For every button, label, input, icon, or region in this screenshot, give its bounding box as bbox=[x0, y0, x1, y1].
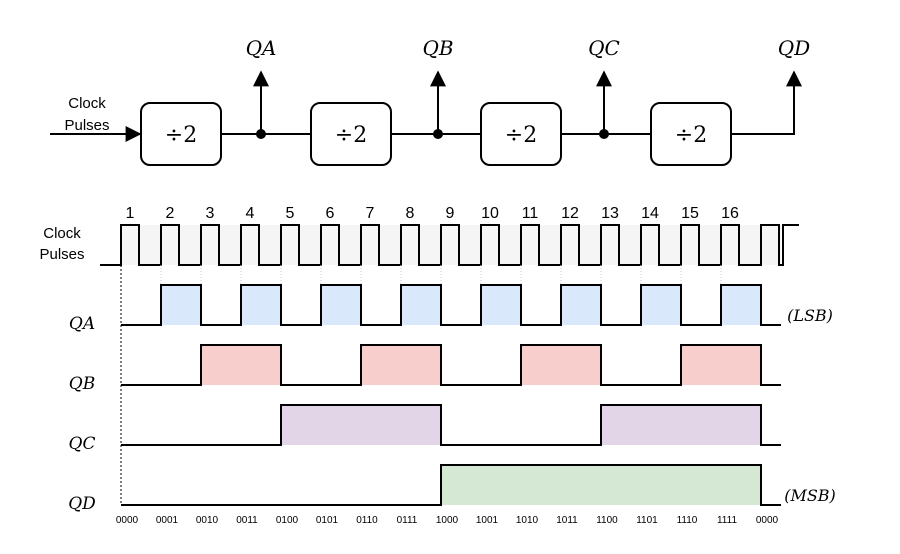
clock-signal-label-line1: Clock bbox=[43, 225, 81, 242]
binary-state-1: 0001 bbox=[156, 515, 179, 526]
pulse-number-15: 15 bbox=[681, 205, 699, 222]
pulse-number-4: 4 bbox=[246, 205, 255, 222]
binary-state-10: 1010 bbox=[516, 515, 539, 526]
qa-high-fill-3 bbox=[321, 285, 361, 325]
qa-waveform bbox=[121, 284, 781, 326]
pulse-number-13: 13 bbox=[601, 205, 619, 222]
input-pulses-label: Pulses bbox=[64, 117, 109, 134]
binary-state-9: 1001 bbox=[476, 515, 499, 526]
pulse-number-3: 3 bbox=[206, 205, 215, 222]
binary-state-5: 0101 bbox=[316, 515, 339, 526]
pulse-number-1: 1 bbox=[126, 205, 135, 222]
pulse-number-7: 7 bbox=[366, 205, 375, 222]
qa-high-fill-2 bbox=[241, 285, 281, 325]
clock-background bbox=[121, 225, 781, 265]
qa-high-fill-4 bbox=[401, 285, 441, 325]
qb-signal-label: QB bbox=[69, 374, 95, 394]
qb-waveform bbox=[121, 344, 781, 386]
binary-state-12: 1100 bbox=[596, 515, 618, 526]
binary-state-14: 1110 bbox=[677, 515, 698, 526]
clock-signal-label-line2: Pulses bbox=[39, 246, 84, 263]
binary-state-4: 0100 bbox=[276, 515, 299, 526]
binary-state-8: 1000 bbox=[436, 515, 459, 526]
qd-bit-note: (MSB) bbox=[784, 486, 836, 505]
pulse-number-11: 11 bbox=[522, 205, 539, 222]
binary-state-16: 0000 bbox=[756, 515, 779, 526]
binary-state-3: 0011 bbox=[236, 515, 258, 526]
qb-high-fill-3 bbox=[521, 345, 601, 385]
pulse-number-16: 16 bbox=[721, 205, 739, 222]
qc-high-fill-2 bbox=[601, 405, 761, 445]
divider-label-4: ÷2 bbox=[675, 123, 707, 148]
qa-high-fill-7 bbox=[641, 285, 681, 325]
output-arrow-qd bbox=[731, 70, 802, 135]
pulse-number-8: 8 bbox=[406, 205, 415, 222]
binary-state-11: 1011 bbox=[556, 515, 578, 526]
qd-signal-label: QD bbox=[68, 494, 96, 514]
pulse-number-9: 9 bbox=[446, 205, 455, 222]
qa-high-fill-1 bbox=[161, 285, 201, 325]
pulse-number-6: 6 bbox=[326, 205, 335, 222]
pulse-number-14: 14 bbox=[641, 205, 659, 222]
binary-state-row: 0000 0001 0010 0011 0100 0101 0110 0111 1000 1001… bbox=[116, 515, 779, 526]
qc-high-fill-1 bbox=[281, 405, 441, 445]
binary-state-6: 0110 bbox=[356, 515, 378, 526]
output-label-qd: QD bbox=[778, 36, 810, 60]
qc-signal-label: QC bbox=[69, 434, 96, 454]
output-label-qb: QB bbox=[422, 36, 453, 60]
binary-state-13: 1101 bbox=[636, 515, 658, 526]
qa-bit-note: (LSB) bbox=[787, 306, 833, 325]
pulse-number-12: 12 bbox=[561, 205, 579, 222]
divider-label-1: ÷2 bbox=[165, 123, 197, 148]
qd-high-fill-1 bbox=[441, 465, 761, 505]
divider-label-2: ÷2 bbox=[335, 123, 367, 148]
clock-waveform bbox=[100, 224, 799, 285]
pulse-number-10: 10 bbox=[481, 205, 499, 222]
qd-waveform bbox=[121, 464, 781, 506]
clock-wave-line bbox=[100, 224, 799, 266]
qa-high-fill-8 bbox=[721, 285, 761, 325]
input-clock-label: Clock bbox=[68, 95, 106, 112]
signal-waveforms: QA (LSB) QB QC QD (MSB) bbox=[68, 284, 836, 514]
counter-block-diagram: Clock Pulses ÷2 QA ÷2 QB ÷2 QC ÷2 QD bbox=[50, 36, 810, 166]
binary-state-0: 0000 bbox=[116, 515, 139, 526]
qa-signal-label: QA bbox=[69, 314, 95, 334]
qb-high-fill-2 bbox=[361, 345, 441, 385]
binary-state-7: 0111 bbox=[397, 515, 418, 526]
output-label-qc: QC bbox=[588, 36, 620, 60]
qa-high-fill-5 bbox=[481, 285, 521, 325]
pulse-number-2: 2 bbox=[166, 205, 175, 222]
output-label-qa: QA bbox=[246, 36, 277, 60]
binary-state-15: 1111 bbox=[717, 515, 737, 526]
qa-high-fill-6 bbox=[561, 285, 601, 325]
qb-high-fill-4 bbox=[681, 345, 761, 385]
qb-high-fill-1 bbox=[201, 345, 281, 385]
qc-waveform bbox=[121, 404, 781, 446]
divider-stages: ÷2 QA ÷2 QB ÷2 QC ÷2 QD bbox=[140, 36, 810, 166]
binary-state-2: 0010 bbox=[196, 515, 219, 526]
divider-label-3: ÷2 bbox=[505, 123, 537, 148]
pulse-number-5: 5 bbox=[286, 205, 295, 222]
